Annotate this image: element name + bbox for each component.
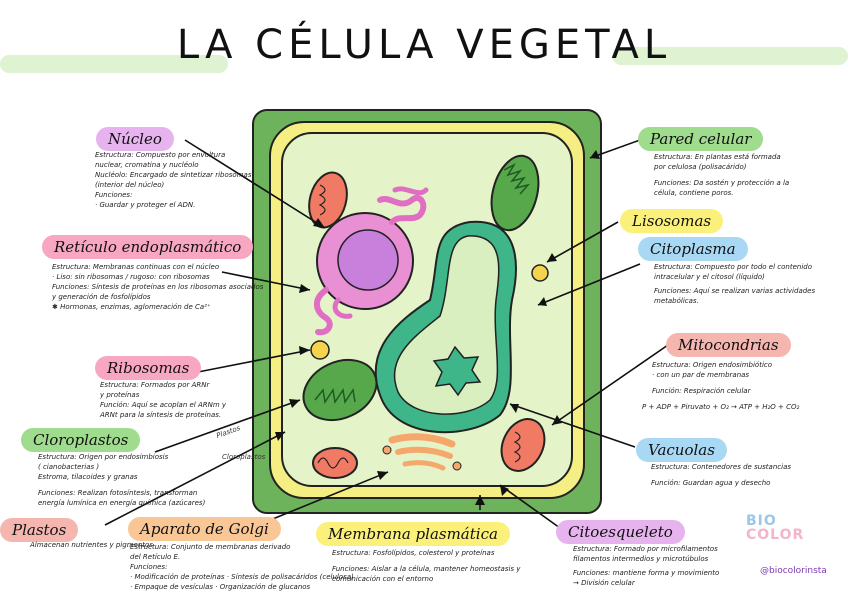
page-title: LA CÉLULA VEGETAL (176, 22, 672, 68)
arrow-plastos (104, 431, 286, 526)
text-vacuolas: Estructura: Contenedores de sustancias F… (651, 463, 791, 487)
lysosome-dot (531, 264, 549, 282)
arrow-cloroplastos (154, 399, 301, 453)
title-highlight-right (612, 47, 848, 65)
label-plastos: Plastos (0, 518, 79, 542)
mitochondrion-bottom (312, 447, 358, 479)
biocolor-logo: BIO COLOR (746, 513, 805, 543)
chloroplast-top-right (490, 154, 540, 232)
label-lisosomas: Lisosomas (620, 209, 724, 233)
label-mitocondrias: Mitocondrias (666, 333, 791, 357)
text-golgi: Estructura: Conjunto de membranas deriva… (130, 543, 354, 591)
label-citoplasma: Citoplasma (638, 237, 748, 261)
small-label-cloroplastos: Cloroplastos (222, 453, 266, 461)
arrow-pared (589, 139, 641, 159)
arrow-lisosomas (546, 221, 619, 263)
mitochondrion-bottom-right (500, 418, 546, 472)
title-highlight-left (0, 55, 228, 73)
ribosome-dot (310, 340, 330, 360)
arrow-ribosomas (197, 349, 311, 373)
label-citoesqueleto: Citoesqueleto (556, 520, 685, 544)
label-golgi: Aparato de Golgi (128, 517, 281, 541)
label-reticulo: Retículo endoplasmático (42, 235, 254, 259)
instagram-handle: @biocolorinsta (760, 566, 827, 576)
endoplasmic-reticulum-left (314, 287, 333, 336)
arrow-nucleo (184, 139, 326, 229)
label-cloroplastos: Cloroplastos (21, 428, 141, 452)
vacuole-crystal (432, 345, 482, 397)
endoplasmic-reticulum-top2 (392, 186, 429, 196)
text-cloroplastos: Estructura: Origen por endosimbiosis( ci… (38, 453, 206, 507)
arrow-mitocondrias (551, 344, 669, 426)
text-citoplasma: Estructura: Compuesto por todo el conten… (654, 263, 816, 305)
text-mitocondrias: Estructura: Origen endosimbiótico· con u… (642, 361, 800, 411)
text-plastos: Almacenan nutrientes y pigmentos (30, 541, 153, 549)
label-pared: Pared celular (638, 127, 764, 151)
text-reticulo: Estructura: Membranas continuas con el n… (52, 263, 264, 311)
endoplasmic-reticulum-top (377, 194, 427, 225)
arrow-golgi (257, 471, 389, 526)
chloroplast-bottom-left (302, 358, 378, 422)
nucleolus (337, 229, 399, 291)
arrow-citoesqueleto (499, 484, 561, 529)
label-nucleo: Núcleo (96, 127, 174, 151)
text-membrana: Estructura: Fosfolípidos, colesterol y p… (332, 549, 521, 583)
label-vacuolas: Vacuolas (636, 438, 727, 462)
golgi-apparatus (388, 433, 456, 448)
endoplasmic-reticulum-left2 (332, 297, 353, 319)
arrow-vacuolas (509, 403, 636, 448)
arrow-reticulo (221, 271, 311, 291)
arrow-citoplasma (537, 263, 641, 306)
label-membrana: Membrana plasmática (316, 522, 510, 546)
label-ribosomas: Ribosomas (95, 356, 202, 380)
